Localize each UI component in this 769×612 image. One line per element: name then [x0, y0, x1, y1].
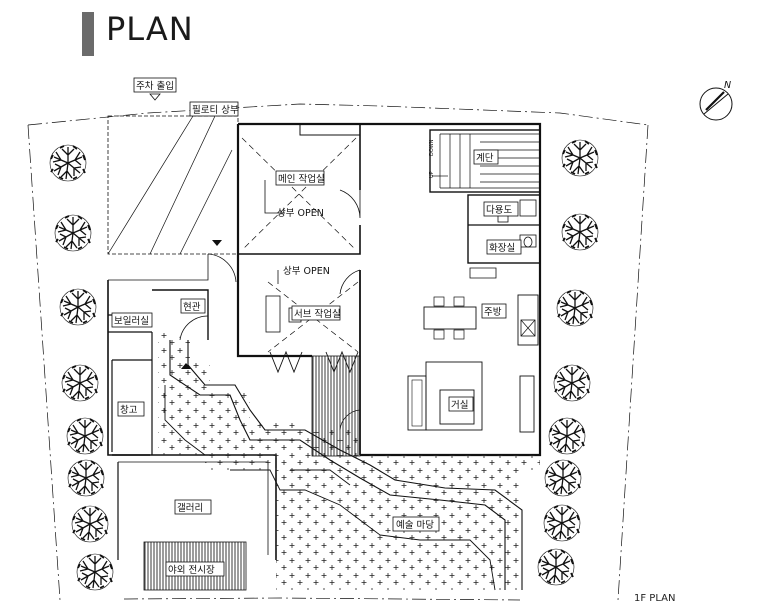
plan-caption: 1F PLAN [634, 593, 676, 604]
label-outdoor-exhibit: 야외 전시장 [168, 564, 215, 576]
title-accent-bar [82, 12, 94, 56]
compass-north-label: N [724, 80, 731, 91]
page-title: PLAN [106, 10, 194, 48]
label-sub-workshop: 서브 작업실 [294, 308, 341, 320]
label-piloti: 필로티 상부 [192, 104, 239, 116]
label-art-yard: 예술 마당 [396, 520, 434, 531]
label-open-above-2: 상부 OPEN [283, 266, 330, 277]
label-main-workshop: 메인 작업실 [278, 173, 325, 185]
label-gallery: 갤러리 [177, 502, 203, 514]
label-parking-entry: 주차 출입 [136, 80, 174, 92]
room-labels: 주차 출입 필로티 상부 메인 작업실 상부 OPEN 계단 DOWN UP 다… [111, 77, 522, 577]
label-storage: 창고 [120, 405, 138, 416]
label-stairs-up: UP [429, 171, 435, 178]
label-open-above-1: 상부 OPEN [277, 208, 324, 219]
label-stairs-down: DOWN [429, 139, 435, 156]
compass: N [699, 80, 733, 121]
label-restroom: 화장실 [489, 243, 515, 254]
label-utility: 다용도 [486, 205, 512, 216]
label-kitchen: 주방 [484, 307, 502, 318]
label-boiler: 보일러실 [114, 316, 149, 327]
label-living: 거실 [451, 400, 468, 411]
label-entrance: 현관 [183, 302, 201, 313]
label-stairs: 계단 [476, 152, 494, 164]
